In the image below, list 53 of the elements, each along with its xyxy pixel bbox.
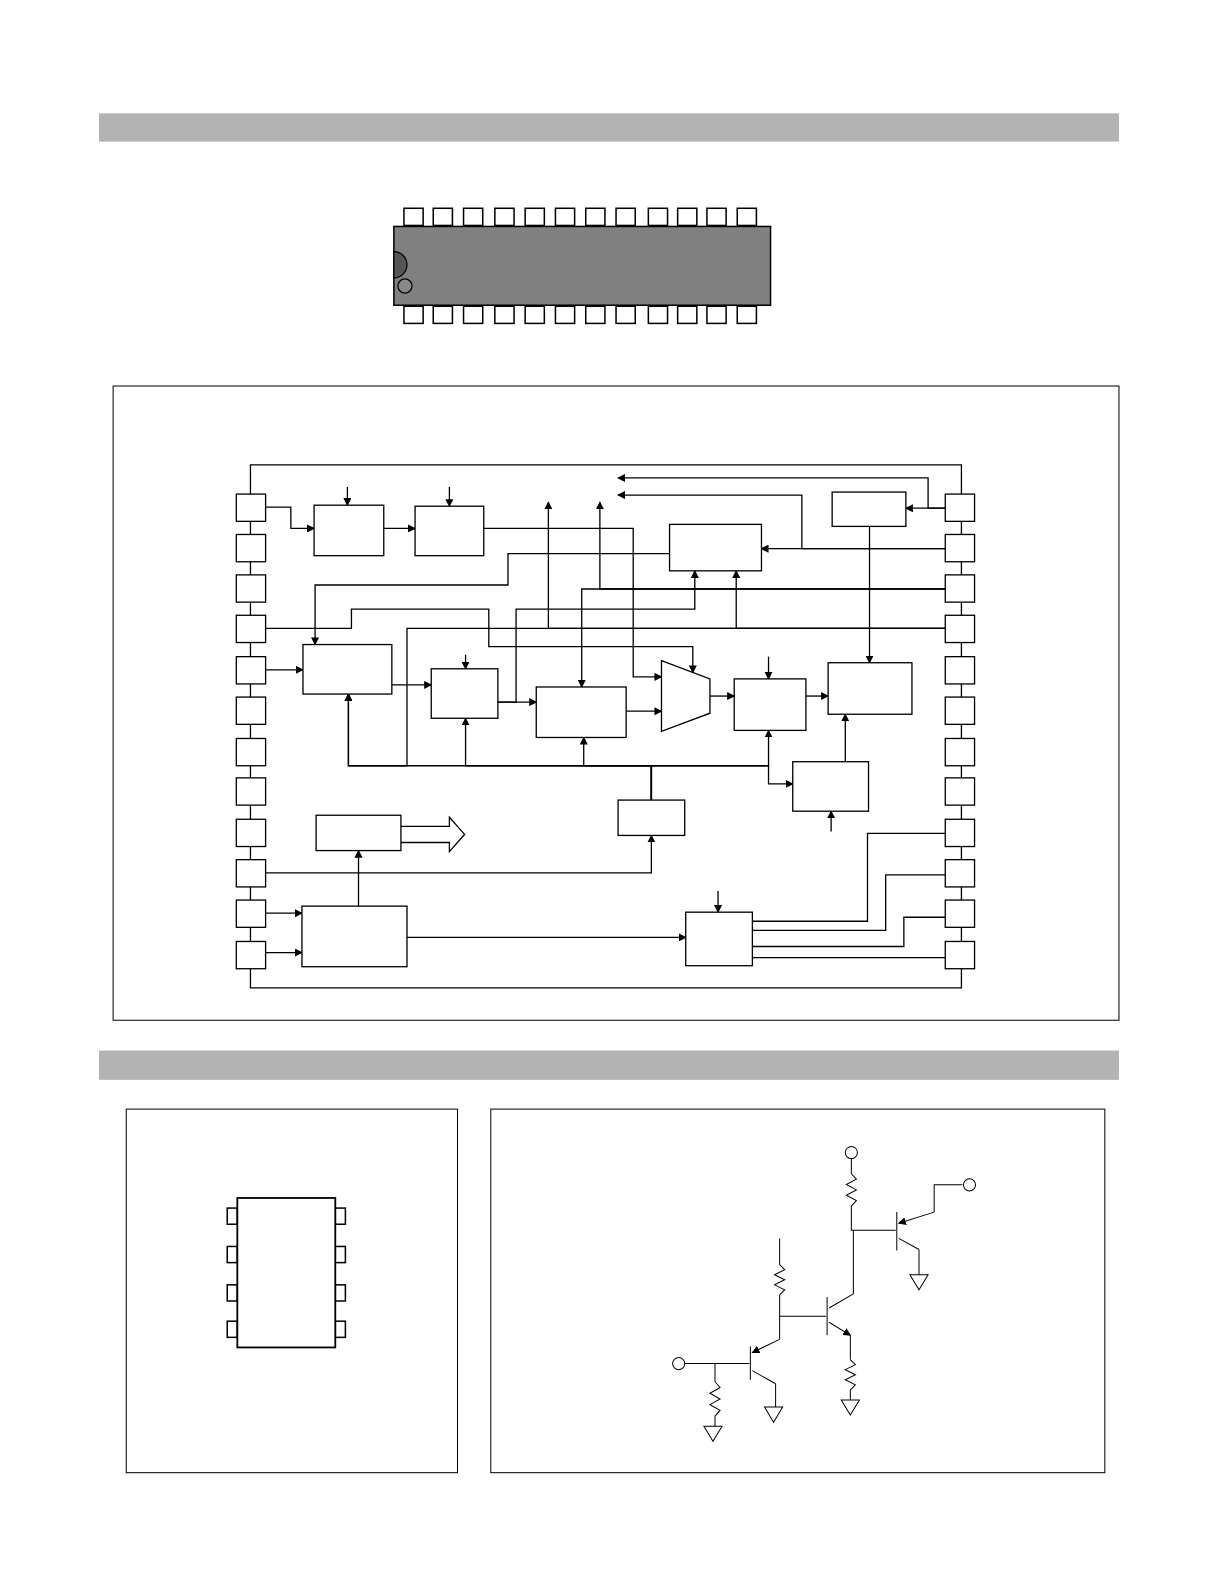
arrow: [841, 713, 850, 763]
pin-box: [944, 859, 976, 888]
pin-box: [235, 777, 267, 806]
pin-box: [235, 859, 267, 888]
arrow: [461, 654, 470, 670]
pin-box: [235, 940, 267, 970]
arrow: [354, 849, 363, 907]
block-box: [685, 911, 754, 967]
block-box: [535, 686, 627, 739]
block-box: [831, 491, 907, 528]
pin-box: [944, 737, 976, 767]
arrow: [577, 588, 946, 688]
pin-box: [235, 574, 267, 603]
multiplexer-trapezoid: [660, 659, 711, 733]
arrow: [445, 486, 454, 508]
pin-box: [235, 818, 267, 848]
arrow: [344, 627, 946, 767]
pin-box: [944, 940, 976, 970]
arrow: [865, 525, 874, 664]
pin-box: [944, 777, 976, 806]
pin-box: [235, 533, 267, 563]
pin-box: [944, 614, 976, 644]
block-box: [792, 761, 870, 812]
block-box: [313, 504, 385, 557]
block-box: [733, 678, 807, 732]
pin-box: [235, 899, 267, 928]
pin-box: [944, 493, 976, 522]
pin-box: [235, 737, 267, 767]
pin-box: [235, 656, 267, 685]
arrow: [827, 810, 836, 833]
pin-box: [235, 614, 267, 644]
pin-box: [944, 656, 976, 685]
block-box: [301, 905, 408, 968]
pin-box: [944, 574, 976, 603]
block-box: [430, 668, 499, 719]
block-box: [414, 505, 485, 557]
arrow: [497, 569, 699, 703]
pin-box: [235, 696, 267, 725]
block-box: [315, 814, 402, 852]
arrow: [714, 890, 723, 914]
block-box: [827, 662, 913, 715]
arrow: [764, 656, 773, 680]
pin-box: [944, 696, 976, 725]
arrow: [343, 486, 352, 507]
block-box: [617, 799, 686, 837]
block-box: [302, 643, 393, 695]
pin-box: [944, 533, 976, 563]
pin-box: [235, 493, 267, 522]
block-box: [668, 523, 763, 572]
arrow: [617, 473, 946, 509]
pin-box: [944, 899, 976, 928]
pin-box: [944, 818, 976, 848]
block-arrow: [400, 815, 466, 854]
